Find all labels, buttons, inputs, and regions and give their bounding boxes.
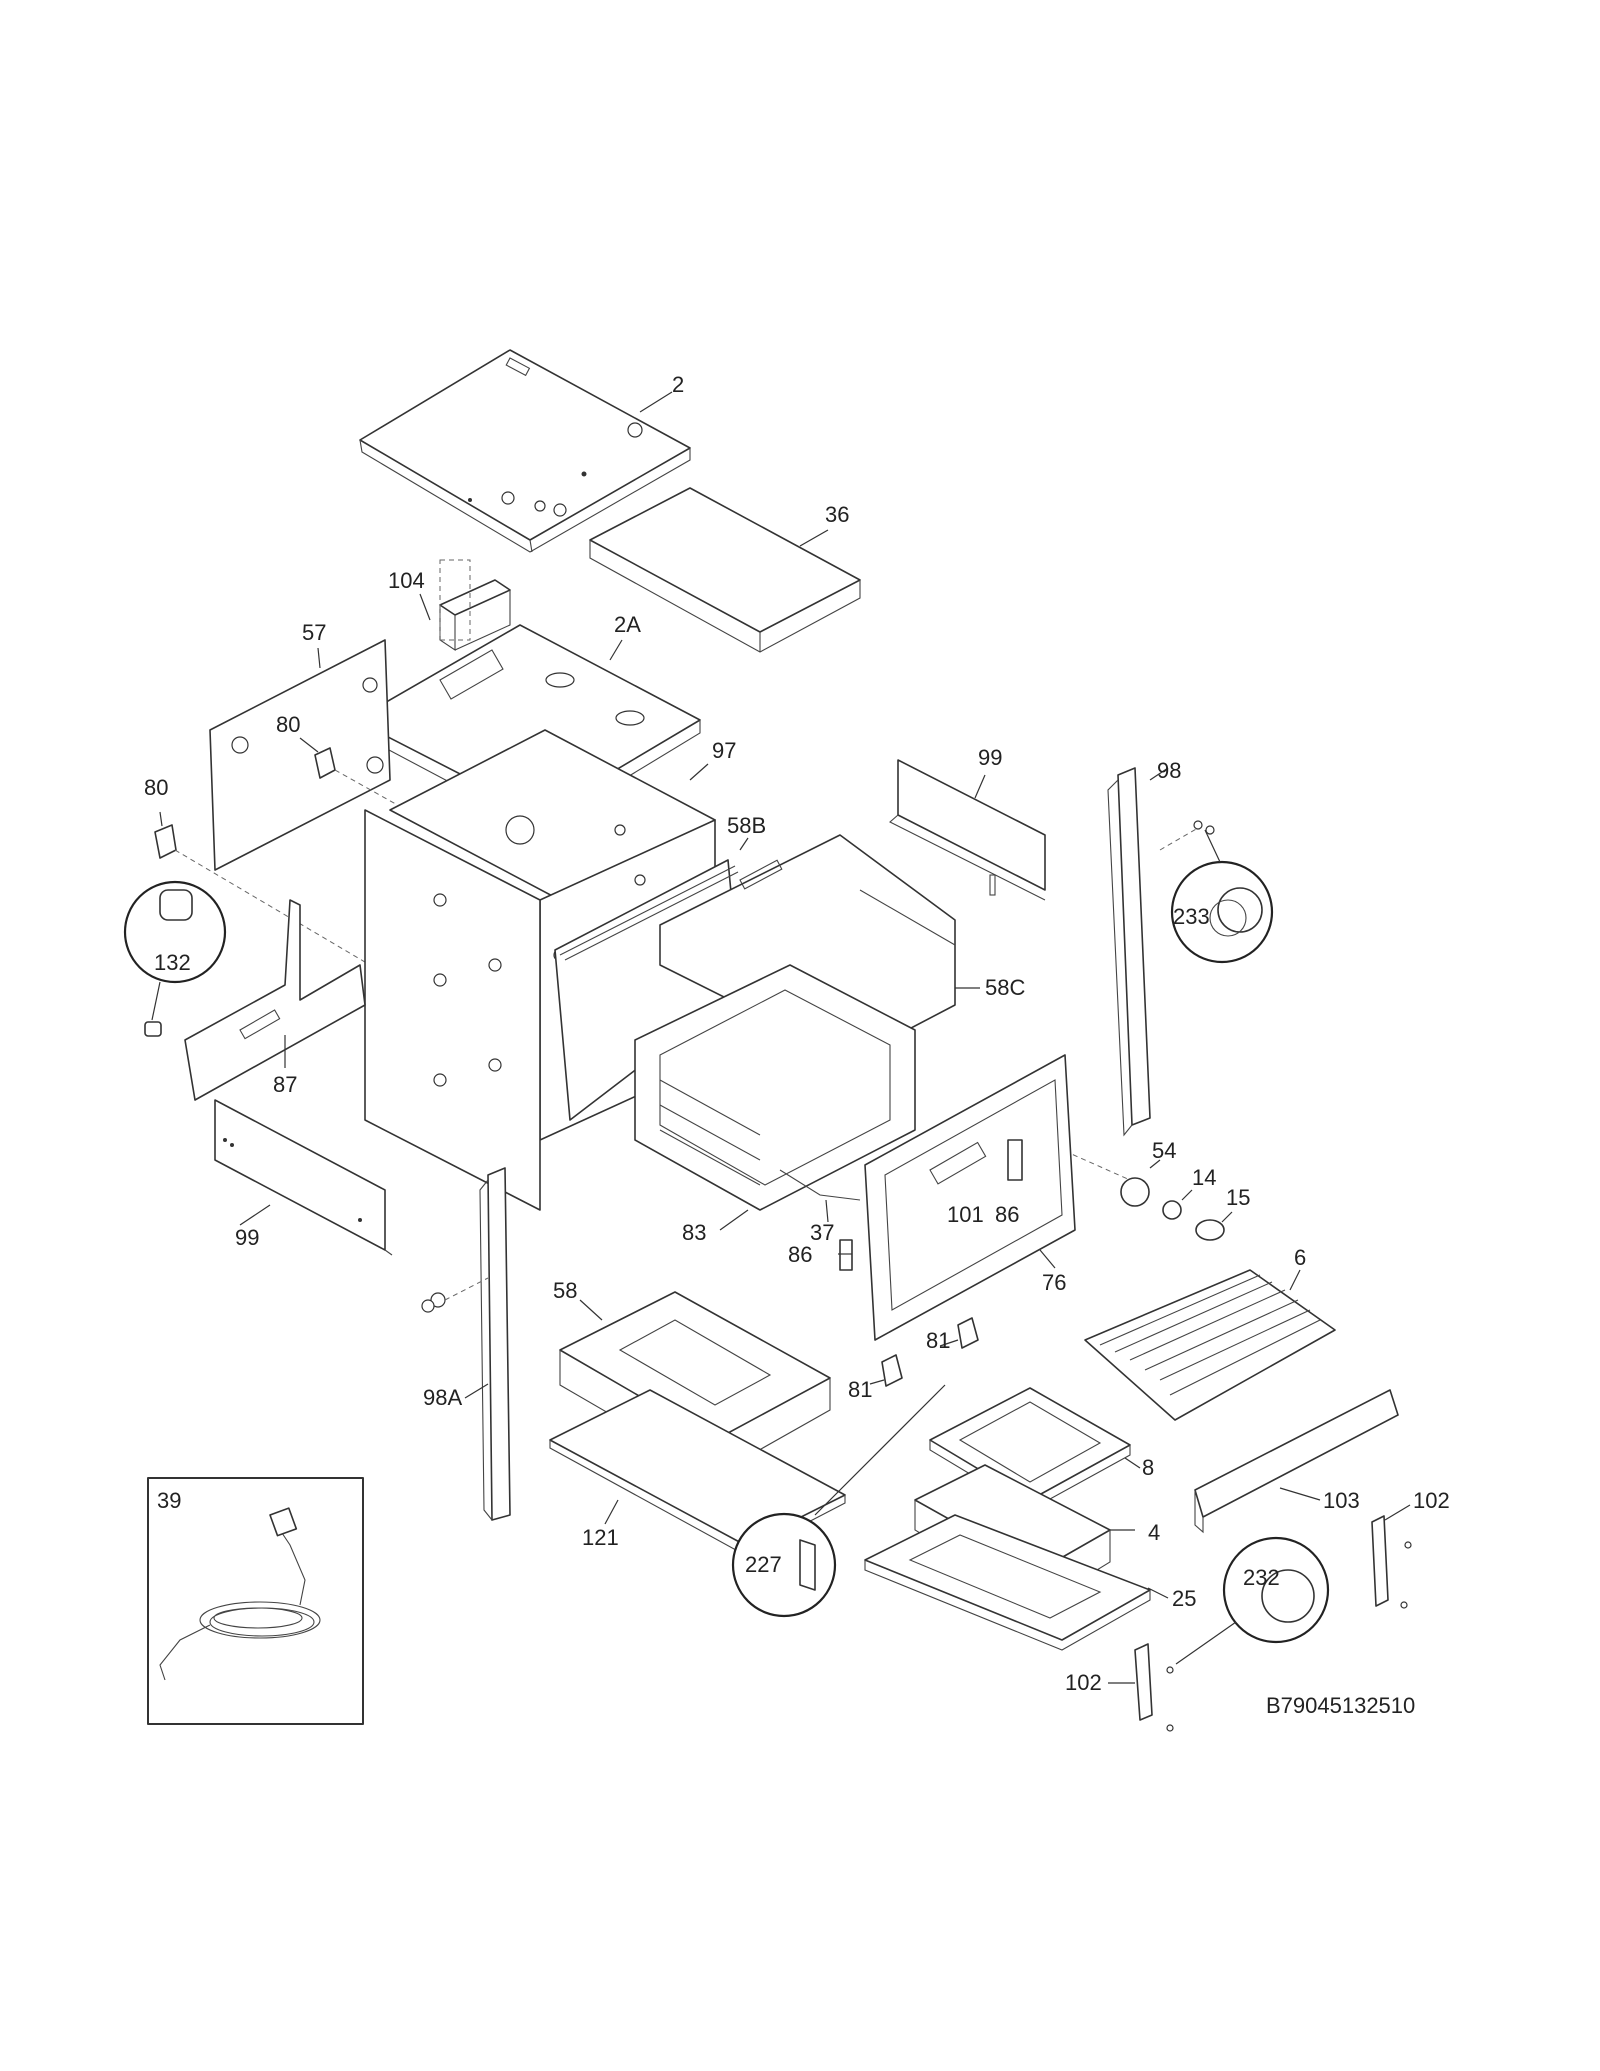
label-39: 39 xyxy=(157,1488,181,1513)
label-83: 83 xyxy=(682,1220,706,1245)
part-36-duct xyxy=(589,487,861,653)
part-104-bracket xyxy=(419,559,511,652)
label-81-left: 81 xyxy=(848,1377,872,1402)
part-57-rear-panel xyxy=(209,639,391,871)
part-37-sensor xyxy=(779,1169,861,1223)
label-102-upper: 102 xyxy=(1413,1488,1450,1513)
label-76: 76 xyxy=(1042,1270,1066,1295)
part-103-front-trim xyxy=(1194,1389,1399,1534)
label-121: 121 xyxy=(582,1525,619,1550)
label-102-lower: 102 xyxy=(1065,1670,1102,1695)
part-102-bracket-lower xyxy=(1108,1643,1174,1732)
label-4: 4 xyxy=(1148,1520,1160,1545)
part-6-oven-rack xyxy=(1084,1269,1336,1421)
label-232: 232 xyxy=(1243,1565,1280,1590)
label-25: 25 xyxy=(1172,1586,1196,1611)
part-76-front-frame xyxy=(864,1054,1076,1341)
part-98A-front-rail xyxy=(421,1167,511,1521)
label-98A: 98A xyxy=(423,1385,462,1410)
part-14-lamp-socket xyxy=(1162,1189,1193,1220)
part-99-upper-panel xyxy=(889,759,1046,901)
part-86-hinge xyxy=(838,1239,853,1271)
label-104: 104 xyxy=(388,568,425,593)
label-97: 97 xyxy=(712,738,736,763)
part-132-callout xyxy=(123,880,227,1037)
part-227-callout xyxy=(731,1384,946,1618)
part-83-oven-cavity xyxy=(634,964,916,1231)
part-232-callout xyxy=(1175,1536,1330,1665)
label-86-left: 86 xyxy=(788,1242,812,1267)
label-2A: 2A xyxy=(614,612,641,637)
label-58B: 58B xyxy=(727,813,766,838)
label-6: 6 xyxy=(1294,1245,1306,1270)
label-87: 87 xyxy=(273,1072,297,1097)
part-39-power-cord-inset xyxy=(147,1477,364,1725)
part-25-bottom-pan xyxy=(864,1514,1169,1651)
label-58: 58 xyxy=(553,1278,577,1303)
label-103: 103 xyxy=(1323,1488,1360,1513)
label-233: 233 xyxy=(1173,904,1210,929)
label-80-lower: 80 xyxy=(144,775,168,800)
label-86-right: 86 xyxy=(995,1202,1019,1227)
label-54: 54 xyxy=(1152,1138,1176,1163)
label-99-lower: 99 xyxy=(235,1225,259,1250)
part-81-clip-left xyxy=(869,1354,903,1387)
part-99-lower-panel xyxy=(214,1099,393,1256)
part-54-lamp-cover xyxy=(1120,1159,1161,1207)
label-14: 14 xyxy=(1192,1165,1216,1190)
label-15: 15 xyxy=(1226,1185,1250,1210)
label-8: 8 xyxy=(1142,1455,1154,1480)
part-102-bracket-upper xyxy=(1371,1504,1412,1609)
label-57: 57 xyxy=(302,620,326,645)
label-132: 132 xyxy=(154,950,191,975)
diagram-reference-code: B79045132510 xyxy=(1266,1693,1415,1718)
label-80-upper: 80 xyxy=(276,712,300,737)
label-36: 36 xyxy=(825,502,849,527)
label-101: 101 xyxy=(947,1202,984,1227)
label-81-right: 81 xyxy=(926,1328,950,1353)
part-58C-insulation-top xyxy=(659,834,980,1061)
part-98-side-rail xyxy=(1107,767,1169,1137)
part-233-callout xyxy=(1159,820,1274,964)
label-37: 37 xyxy=(810,1220,834,1245)
label-99-upper: 99 xyxy=(978,745,1002,770)
label-2: 2 xyxy=(672,372,684,397)
label-58C: 58C xyxy=(985,975,1025,1000)
part-2-top-panel xyxy=(359,349,691,553)
label-98: 98 xyxy=(1157,758,1181,783)
part-80-clip-lower xyxy=(154,811,177,859)
part-15-lamp-bulb xyxy=(1195,1211,1233,1241)
label-227: 227 xyxy=(745,1552,782,1577)
part-87-bracket xyxy=(184,899,366,1101)
part-81-clip-right xyxy=(939,1317,979,1349)
